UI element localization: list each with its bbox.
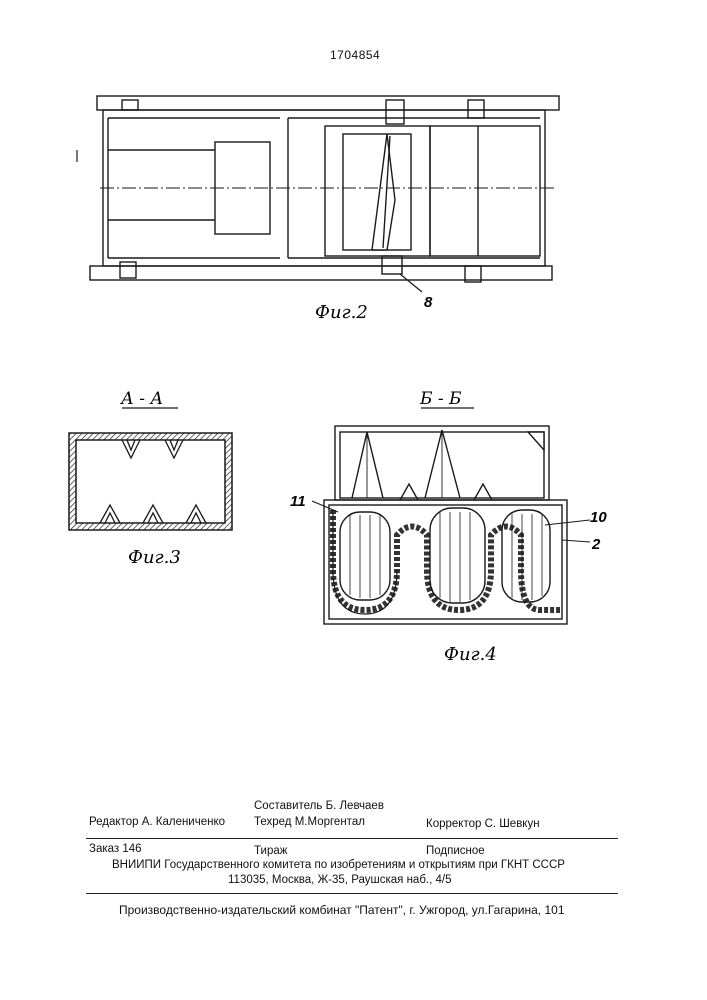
techred: Техред М.Моргентал [254,816,365,828]
fig2-top-rail [97,96,559,110]
fig4-label-2: 2 [591,536,601,553]
editor: Редактор А. Калениченко [89,816,225,828]
subscription: Подписное [426,845,485,857]
fig4-caption: Фиг.4 [444,644,497,665]
organization: ВНИИПИ Государственного комитета по изоб… [112,859,565,871]
fig4-section-label: Б - Б [419,389,462,409]
fig2-caption: Фиг.2 [315,302,368,323]
fig4-label-11: 11 [290,493,306,510]
fig4-label-10: 10 [590,509,607,526]
fig2-drawing [77,96,559,292]
fig2-bottom-rail [90,266,552,280]
corrector: Корректор С. Шевкун [426,818,540,830]
order-number: Заказ 146 [89,843,142,855]
fig3-caption: Фиг.3 [128,547,181,568]
drawings: Фиг.2 8 А - А Фиг.3 [0,0,707,700]
fig3-drawing [69,433,232,530]
fig4-drawing [312,426,590,624]
address: 113035, Москва, Ж-35, Раушская наб., 4/5 [228,874,451,886]
fig3-section-label: А - А [120,389,163,409]
composer: Составитель Б. Левчаев [254,800,384,812]
print-run: Тираж [254,845,287,857]
footer-rule-top [86,838,618,839]
fig2-label-8: 8 [424,294,433,311]
publisher: Производственно-издательский комбинат "П… [119,903,565,917]
footer-rule-bottom [86,893,618,894]
